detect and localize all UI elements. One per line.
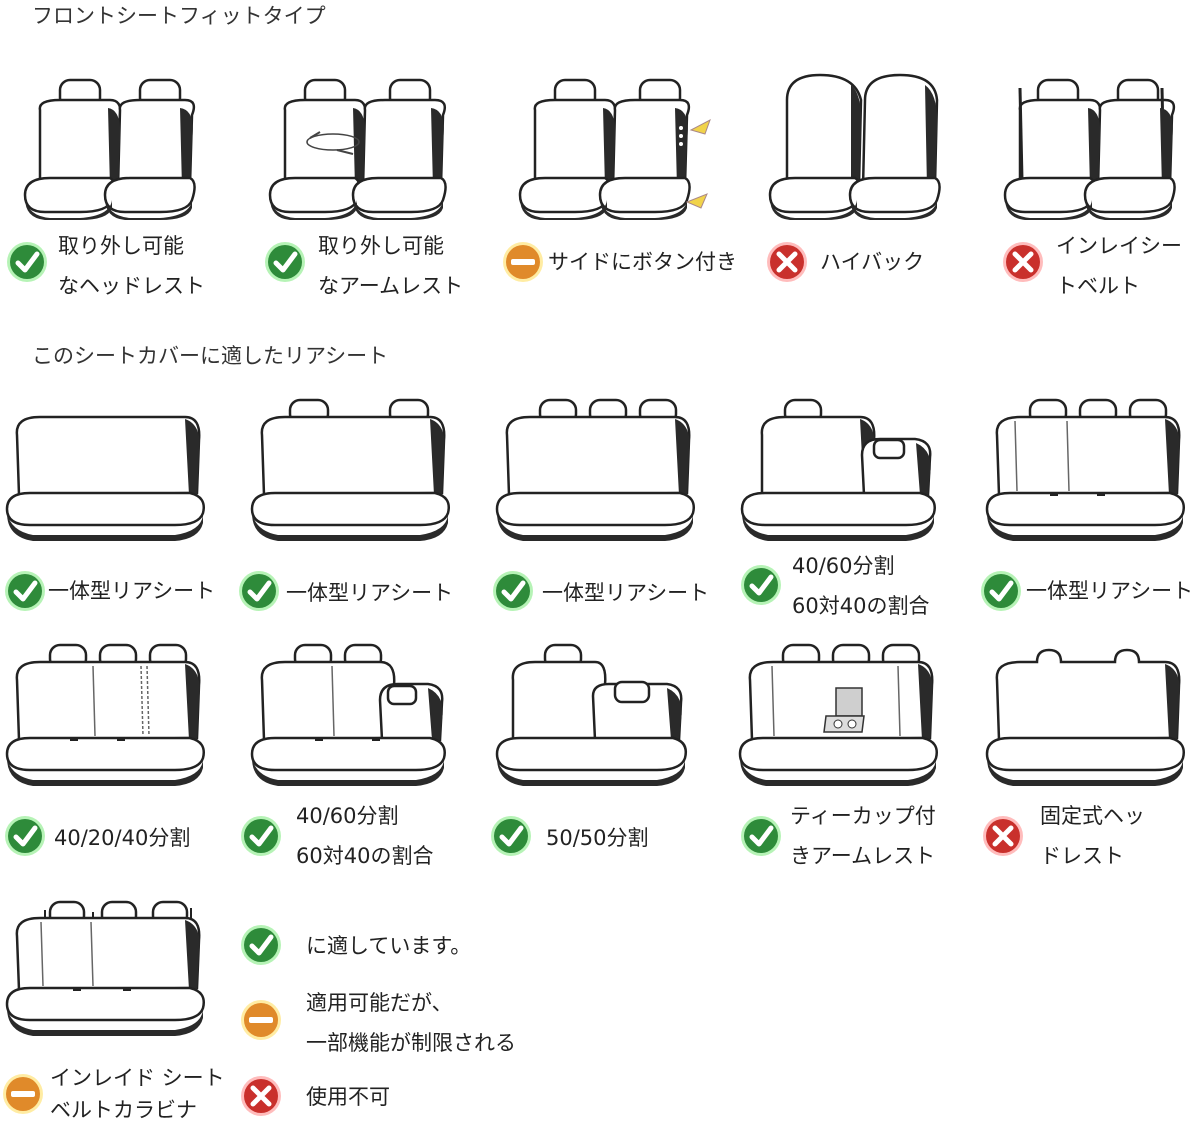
check-icon [980, 570, 1022, 612]
check-icon [6, 241, 48, 283]
cross-icon [982, 815, 1024, 857]
item-label-line1: 一体型リアシート [48, 579, 216, 603]
item-label-line1: 一体型リアシート [1026, 579, 1194, 603]
item-label-line2: きアームレスト [790, 844, 936, 868]
front-section-title: フロントシートフィットタイプ [32, 4, 326, 28]
item-label-line2: 60対40の割合 [296, 844, 434, 868]
bench-illustration [5, 890, 210, 1040]
check-icon [264, 241, 306, 283]
item-label-line1: インレイド シート [50, 1066, 225, 1090]
item-label-line1: 40/60分割 [792, 554, 895, 578]
item-label-line2: 60対40の割合 [792, 594, 930, 618]
bench-illustration [738, 640, 943, 790]
item-label-line2: トベルト [1056, 274, 1140, 298]
minus-icon [2, 1073, 44, 1115]
item-label-line1: 50/50分割 [546, 826, 649, 850]
item-label-line2: なヘッドレスト [58, 274, 205, 298]
check-icon [238, 570, 280, 612]
item-label-line1: 一体型リアシート [542, 581, 710, 605]
bench-illustration [250, 395, 455, 545]
item-label-line1: インレイシー [1056, 234, 1182, 258]
bench-illustration [250, 640, 450, 790]
bench-illustration [5, 640, 210, 790]
item-label-line1: 一体型リアシート [286, 581, 454, 605]
bench-illustration [740, 395, 940, 545]
bench-illustration [495, 395, 700, 545]
minus-icon [502, 241, 544, 283]
check-icon [490, 815, 532, 857]
cross-icon [240, 1075, 282, 1117]
legend-ng-label: 使用不可 [306, 1085, 390, 1109]
item-label-line1: 40/20/40分割 [54, 826, 191, 850]
item-label-line1: 固定式ヘッ [1040, 804, 1145, 828]
bench-illustration [985, 395, 1190, 545]
item-label-line2: ベルトカラビナ [50, 1098, 197, 1122]
minus-icon [240, 999, 282, 1041]
item-label-line2: なアームレスト [318, 274, 464, 298]
item-label-line1: 取り外し可能 [318, 234, 444, 258]
check-icon [4, 570, 46, 612]
legend-partial-label-line2: 一部機能が制限される [306, 1031, 516, 1055]
bench-illustration [495, 640, 690, 790]
legend-partial-label-line1: 適用可能だが、 [306, 991, 453, 1015]
bench-illustration [985, 640, 1190, 790]
legend-ok-label: に適しています。 [306, 934, 472, 958]
check-icon [4, 815, 46, 857]
check-icon [240, 924, 282, 966]
seat-illustration [1000, 70, 1185, 220]
cross-icon [766, 241, 808, 283]
item-label-line2: ドレスト [1040, 844, 1124, 868]
seat-illustration [765, 70, 950, 220]
item-label-line1: 取り外し可能 [58, 234, 184, 258]
item-label-line1: サイドにボタン付き [548, 250, 737, 274]
check-icon [492, 570, 534, 612]
bench-illustration [5, 405, 210, 545]
check-icon [740, 815, 782, 857]
item-label-line1: 40/60分割 [296, 804, 399, 828]
item-label-line1: ティーカップ付 [790, 804, 936, 828]
seat-illustration [20, 70, 200, 220]
seat-illustration [265, 70, 455, 220]
check-icon [740, 564, 782, 606]
cross-icon [1002, 241, 1044, 283]
rear-section-title: このシートカバーに適したリアシート [32, 344, 389, 368]
seat-illustration [515, 70, 715, 220]
item-label-line1: ハイバック [820, 250, 925, 274]
check-icon [240, 815, 282, 857]
